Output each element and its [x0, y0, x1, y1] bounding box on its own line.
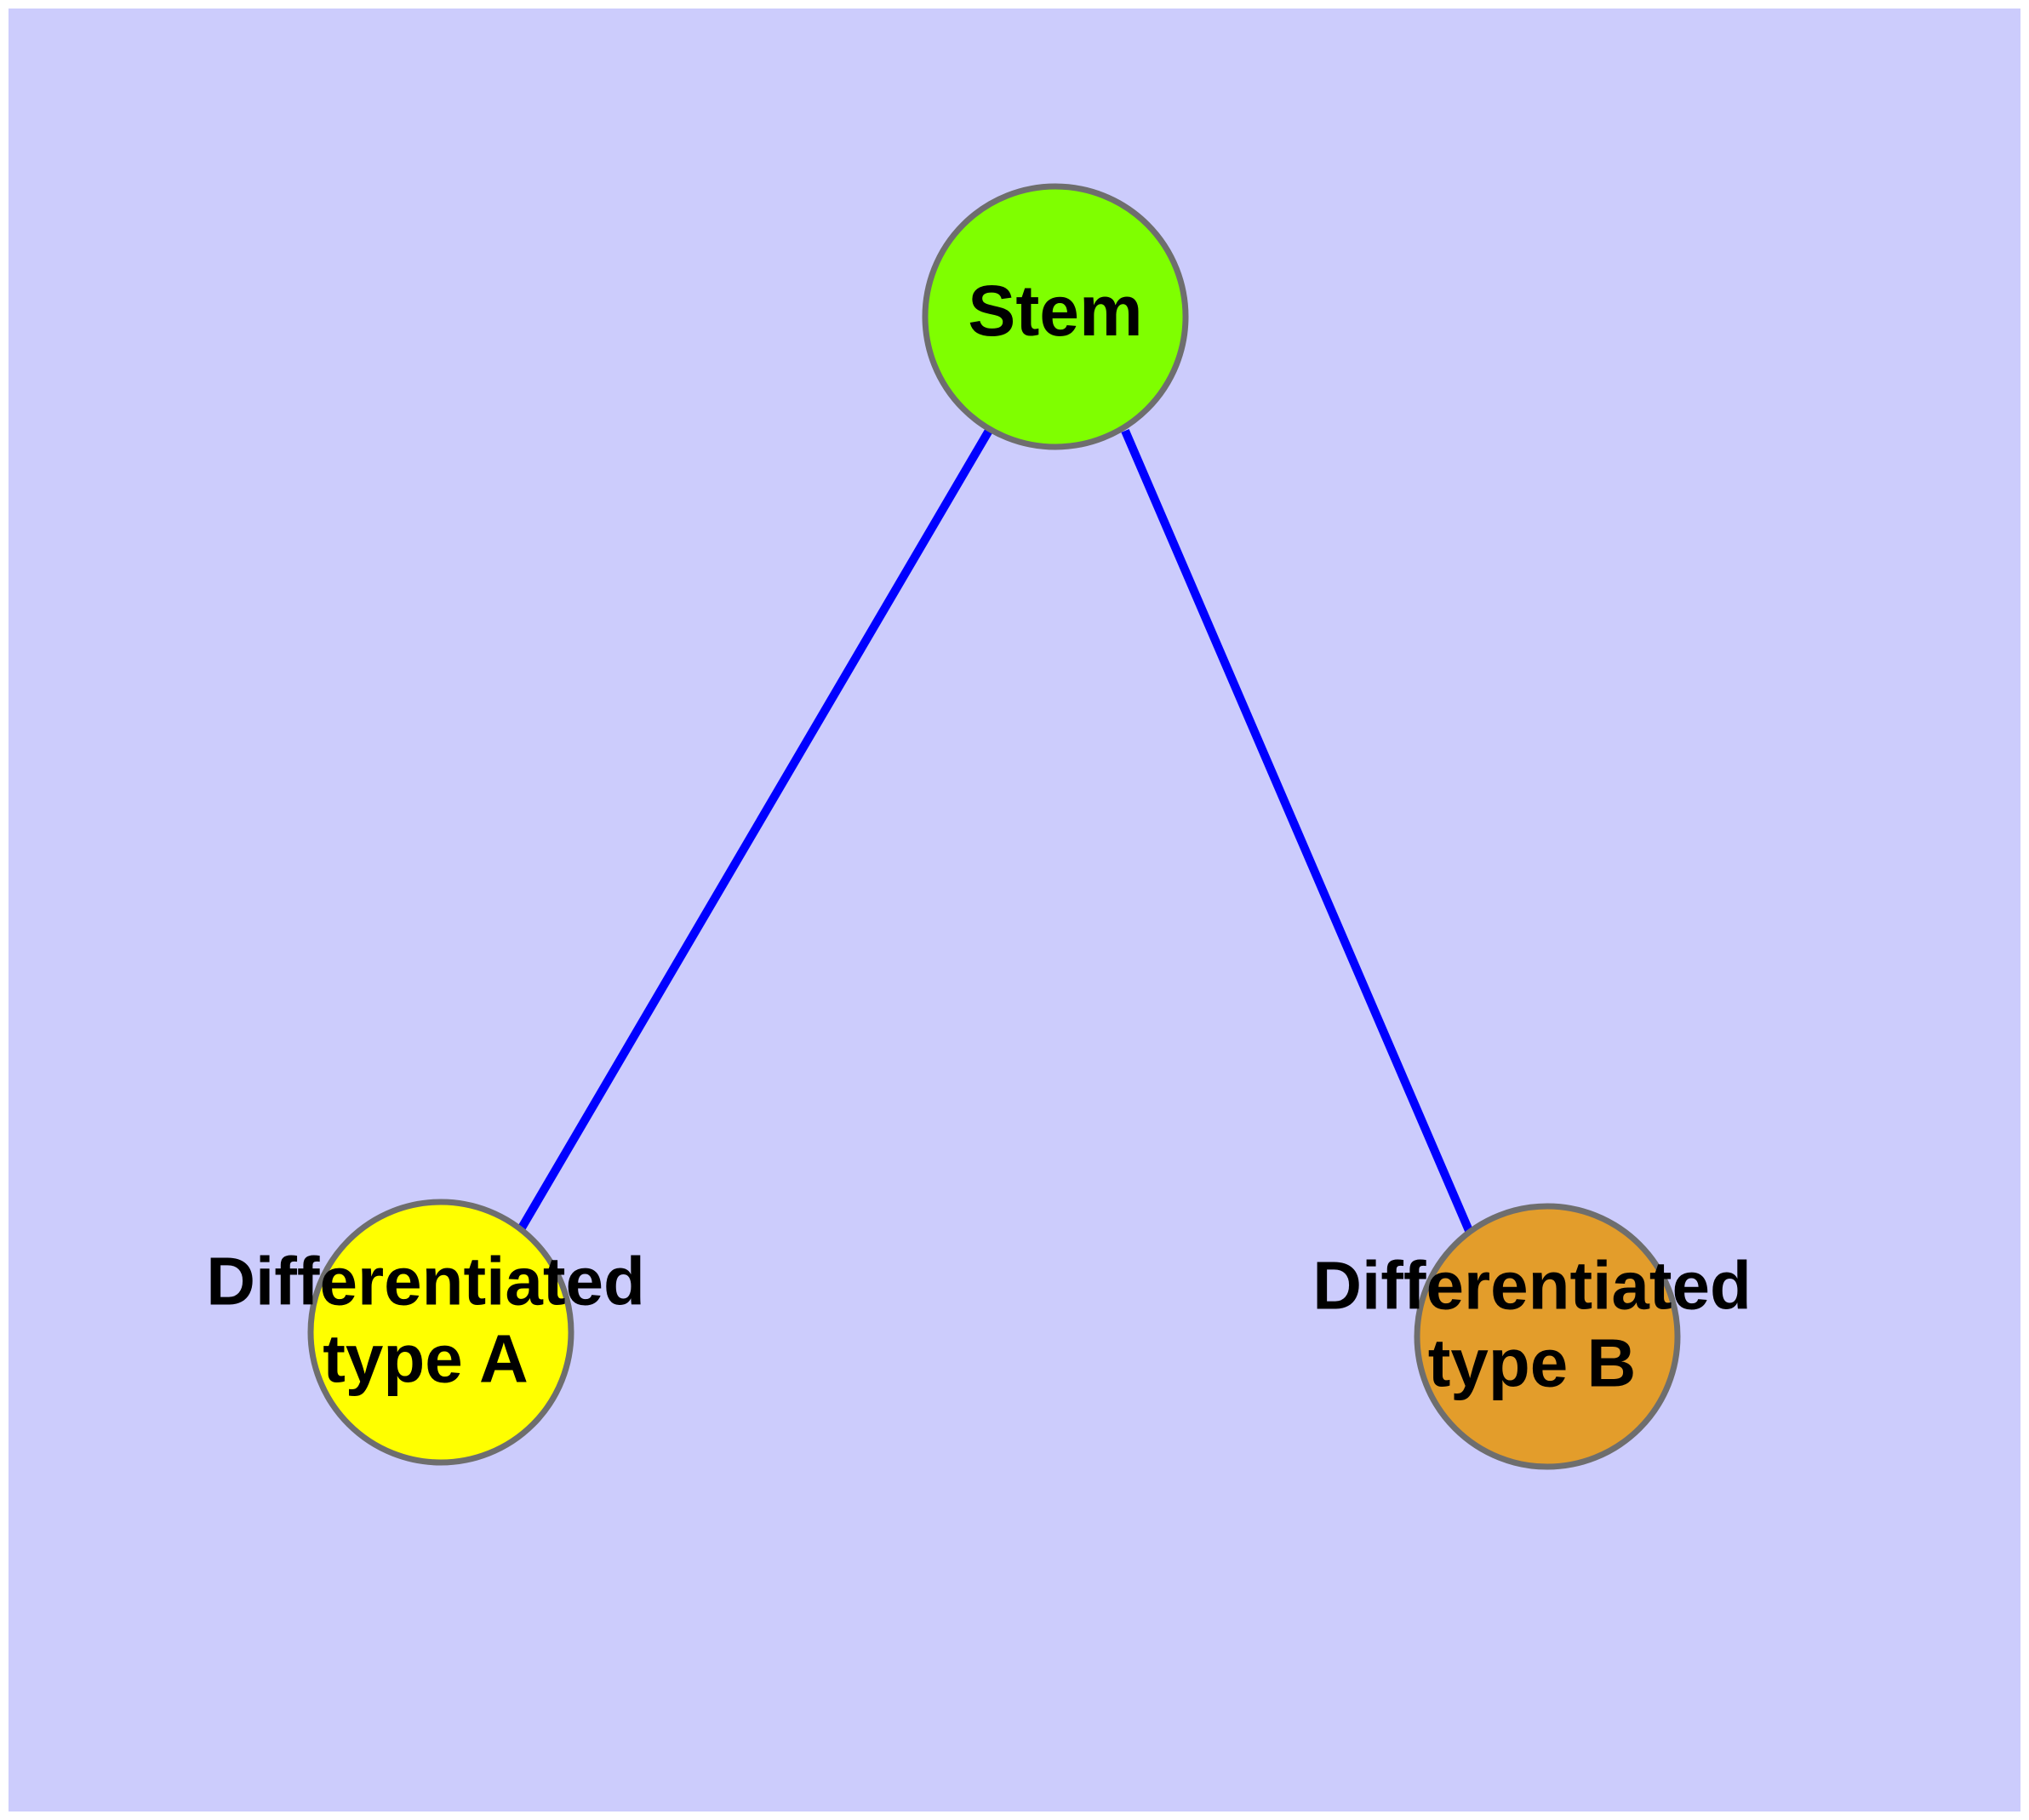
- label-line: type B: [1428, 1325, 1637, 1401]
- label-line: Stem: [968, 271, 1142, 351]
- graph-node-diff_a[interactable]: [307, 1199, 574, 1466]
- nodes-layer: [307, 183, 1681, 1470]
- label-line: Differentiated: [1312, 1248, 1752, 1324]
- graph-edge-stem-diff_b: [1121, 429, 1474, 1234]
- graph-node-label-stem: Stem: [968, 271, 1142, 351]
- label-line: Differentiated: [206, 1244, 645, 1319]
- edges-layer: [517, 426, 1474, 1234]
- label-line: type A: [323, 1321, 529, 1397]
- graph-node-diff_b[interactable]: [1414, 1203, 1681, 1470]
- graph-edge-stem-diff_a: [517, 426, 994, 1232]
- graph-node-stem[interactable]: [922, 183, 1189, 450]
